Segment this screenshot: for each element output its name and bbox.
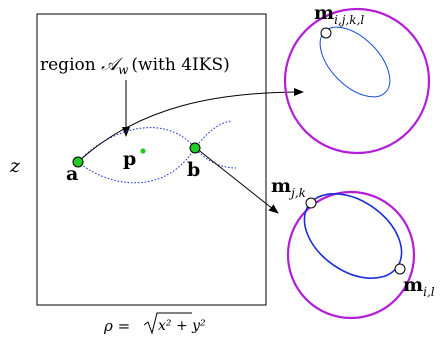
axis-rho-label: ρ = x² + y²	[103, 312, 206, 335]
point-b-label: b	[187, 159, 200, 181]
point-a-label: a	[66, 163, 78, 185]
workspace-rectangle	[36, 13, 267, 306]
m-top-sub: i,j,k,l	[334, 13, 364, 27]
lower-sphere-point-jk	[305, 197, 317, 209]
lower-sphere-circle	[286, 190, 416, 320]
m-jk-sub: j,k	[288, 186, 306, 200]
point-b-marker	[189, 142, 201, 154]
arrow-b-to-lower-sphere	[195, 147, 279, 214]
point-p-marker	[140, 148, 146, 154]
m-il-sub: i,l	[423, 285, 435, 299]
lower-sphere-ellipse	[303, 192, 403, 280]
m-il-label: mi,l	[403, 274, 435, 299]
region-symbol: 𝒜	[101, 54, 123, 75]
dotted-curve-lower	[77, 147, 237, 184]
lower-sphere-point-il	[394, 263, 406, 275]
axis-rho-lhs: ρ =	[103, 317, 130, 335]
m-top-label: mi,j,k,l	[314, 2, 364, 27]
top-sphere-intersection-point	[320, 27, 332, 39]
dotted-curve-upper	[77, 120, 233, 163]
m-top-base: m	[314, 2, 334, 24]
region-label-prefix: region	[40, 55, 101, 75]
axis-z-label: z	[9, 155, 21, 177]
m-il-base: m	[403, 274, 423, 296]
region-subscript: w	[118, 63, 129, 77]
top-sphere-ellipse	[319, 26, 391, 98]
region-label-suffix: (with 4IKS)	[131, 55, 229, 75]
point-p-label: p	[123, 148, 136, 170]
point-a-marker	[72, 156, 84, 168]
top-sphere-circle	[283, 7, 431, 155]
region-label: region 𝒜w(with 4IKS)	[40, 54, 230, 77]
axis-rho-radicand: x² + y²	[158, 318, 206, 334]
m-jk-label: mj,k	[271, 175, 306, 200]
sqrt-sign	[143, 312, 192, 335]
curved-arrow-a-to-top-sphere	[77, 88, 304, 163]
m-jk-base: m	[271, 175, 291, 197]
